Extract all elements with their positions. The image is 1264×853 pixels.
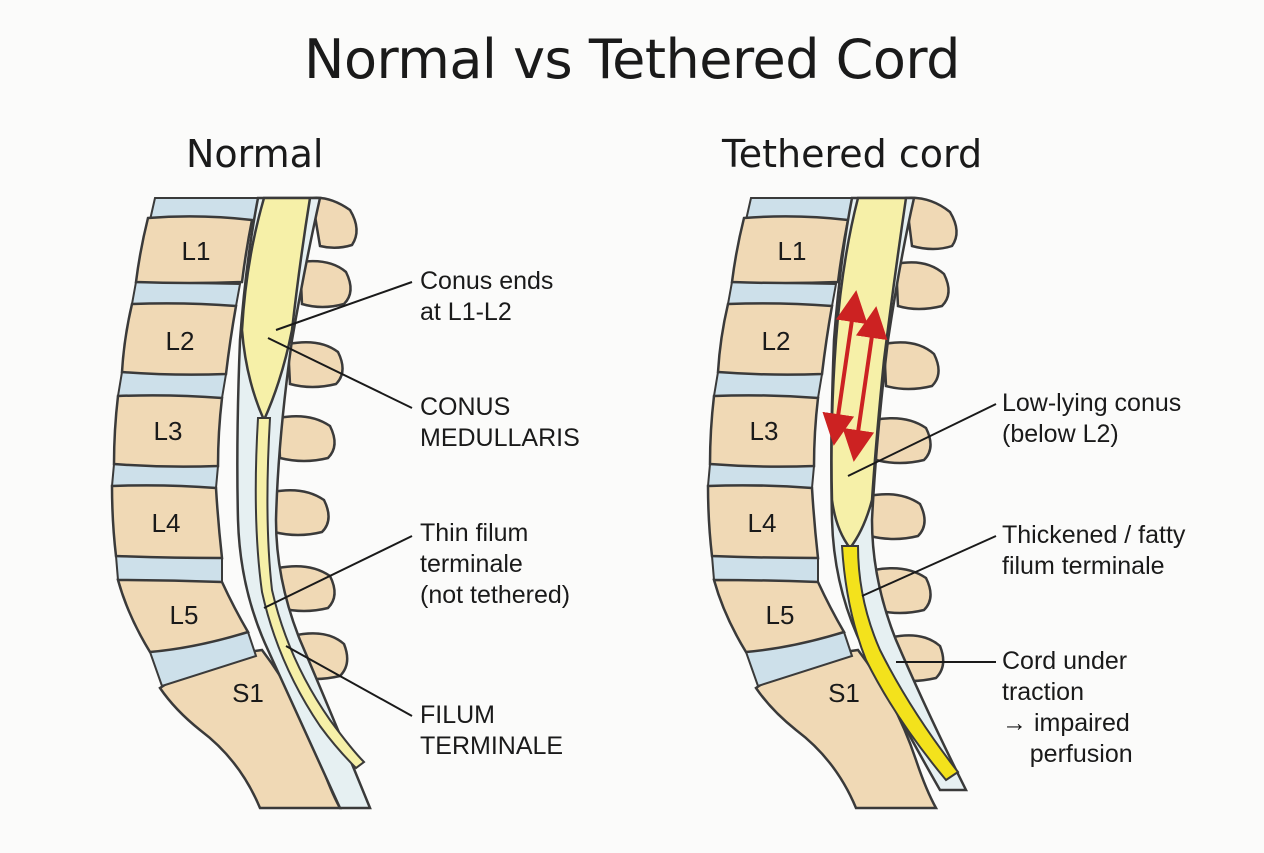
spinous-process (894, 261, 950, 311)
traction-arrow (842, 306, 888, 462)
vertebra-label: L5 (766, 600, 795, 630)
leader-line (275, 281, 413, 331)
vertebral-body (712, 578, 846, 654)
thin-filum-label: Thin filum terminale (not tethered) (420, 519, 571, 609)
tethered-vertebrae (706, 215, 850, 654)
normal-leader-lines (263, 281, 413, 717)
vertebral-body (708, 394, 820, 468)
tethered-fatty-filum (840, 545, 960, 782)
spinous-process (872, 567, 932, 615)
vertebra-label: L1 (182, 236, 211, 266)
normal-heading: Normal (186, 132, 324, 176)
spinous-process (298, 259, 352, 309)
vertebra-label: S1 (828, 678, 860, 708)
vertebral-body (706, 484, 820, 560)
vertebra-label: L4 (748, 508, 777, 538)
vertebra-label: L3 (750, 416, 779, 446)
leader-line (861, 535, 997, 597)
tethered-discs (706, 197, 856, 688)
vertebral-body (110, 484, 224, 560)
vertebral-body (134, 215, 254, 285)
vertebral-body (716, 302, 834, 376)
thickened-filum-label: Thickened / fatty filum terminale (1002, 521, 1186, 580)
low-lying-conus-label: Low-lying conus (below L2) (1002, 389, 1182, 448)
page-title: Normal vs Tethered Cord (304, 28, 960, 91)
vertebra-label: L3 (154, 416, 183, 446)
tethered-heading: Tethered cord (722, 132, 983, 176)
conus-ends-label: Conus ends at L1-L2 (420, 267, 554, 326)
leader-line (847, 403, 997, 477)
vertebra-label: L2 (762, 326, 791, 356)
vertebral-body (116, 578, 250, 654)
vertebra-label: L4 (152, 508, 181, 538)
disc (114, 554, 223, 584)
normal-vertebrae (110, 215, 254, 654)
vertebra-label: L2 (166, 326, 195, 356)
disc (712, 370, 824, 400)
spinous-process (866, 493, 926, 541)
spinous-process (286, 341, 344, 389)
vertebra-label: L5 (170, 600, 199, 630)
disc (710, 554, 819, 584)
spinous-process (270, 489, 330, 537)
leader-line (263, 535, 413, 609)
tethered-vertebra-labels: L1 L2 L3 L4 L5 S1 (748, 236, 860, 708)
normal-spine (110, 196, 372, 810)
spinous-process (872, 417, 932, 465)
cord-traction-label: Cord under traction → impaired perfusion (1002, 647, 1133, 768)
leader-line (285, 645, 413, 717)
tethered-spinous-processes (866, 196, 958, 683)
vertebra-label: L1 (778, 236, 807, 266)
leader-line (267, 337, 413, 409)
spinous-process (310, 196, 358, 249)
filum-terminale-label: FILUM TERMINALE (420, 701, 564, 760)
spinous-process (904, 196, 958, 251)
normal-filum-terminale (254, 417, 366, 770)
vertebral-body (112, 394, 224, 468)
disc (116, 370, 228, 400)
tethered-spine (706, 196, 969, 810)
spinous-process (882, 341, 940, 391)
spinous-process (276, 565, 336, 613)
vertebra-label: S1 (232, 678, 264, 708)
spinous-process (276, 415, 336, 463)
vertebral-body (120, 302, 238, 376)
vertebral-body (730, 215, 850, 285)
conus-medullaris-label: CONUS MEDULLARIS (420, 393, 580, 452)
traction-arrows (822, 290, 888, 462)
tethered-leader-lines (847, 403, 997, 663)
normal-spinous-processes (270, 196, 358, 681)
normal-vertebra-labels: L1 L2 L3 L4 L5 S1 (152, 236, 264, 708)
